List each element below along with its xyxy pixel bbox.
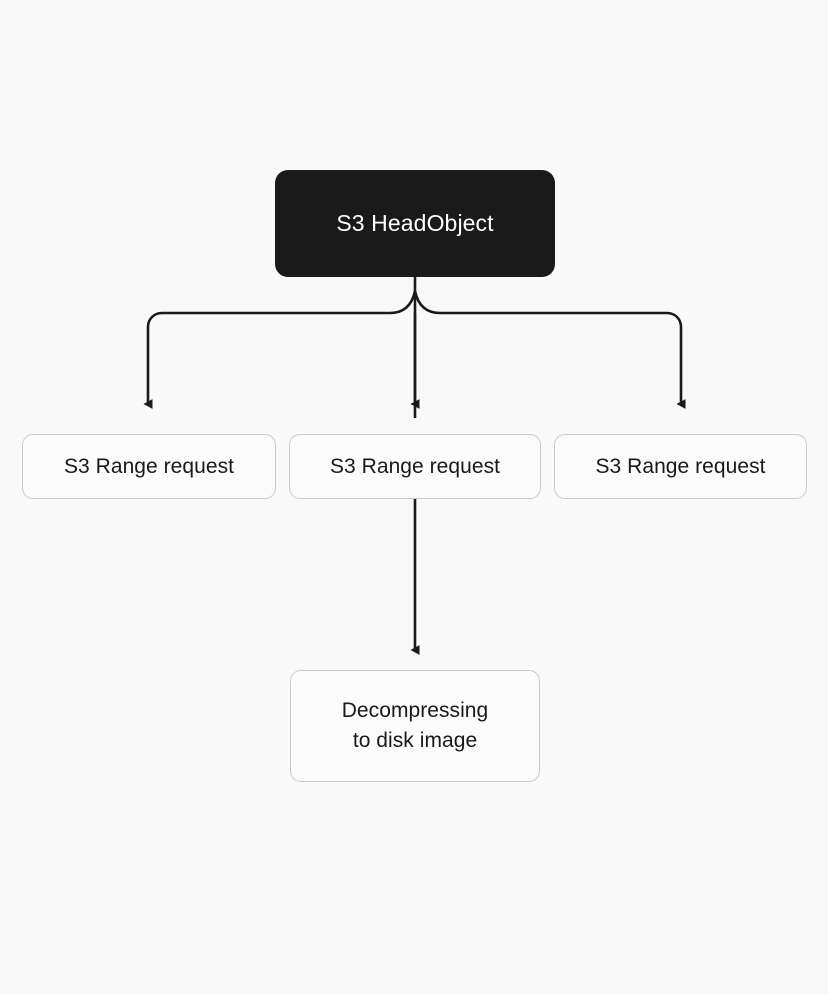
node-s3-range-request-center[interactable]: S3 Range request bbox=[289, 434, 541, 499]
node-s3-headobject-label: S3 HeadObject bbox=[336, 210, 494, 236]
node-s3-headobject[interactable]: S3 HeadObject bbox=[275, 170, 555, 277]
node-s3-range-request-center-label: S3 Range request bbox=[329, 454, 501, 478]
node-s3-range-request-right-label: S3 Range request bbox=[595, 454, 766, 478]
node-s3-range-request-left-label: S3 Range request bbox=[63, 454, 235, 478]
node-decompressing-label-line1: Decompressing bbox=[341, 699, 489, 723]
node-s3-range-request-left[interactable]: S3 Range request bbox=[22, 434, 276, 499]
edge-root-to-branch-left bbox=[143, 290, 417, 409]
node-decompressing-label-line2: to disk image bbox=[352, 729, 478, 752]
node-decompressing-to-disk-image[interactable]: Decompressing to disk image bbox=[290, 670, 540, 782]
node-s3-range-request-right[interactable]: S3 Range request bbox=[554, 434, 807, 499]
edge-root-to-branch-right bbox=[413, 290, 686, 409]
